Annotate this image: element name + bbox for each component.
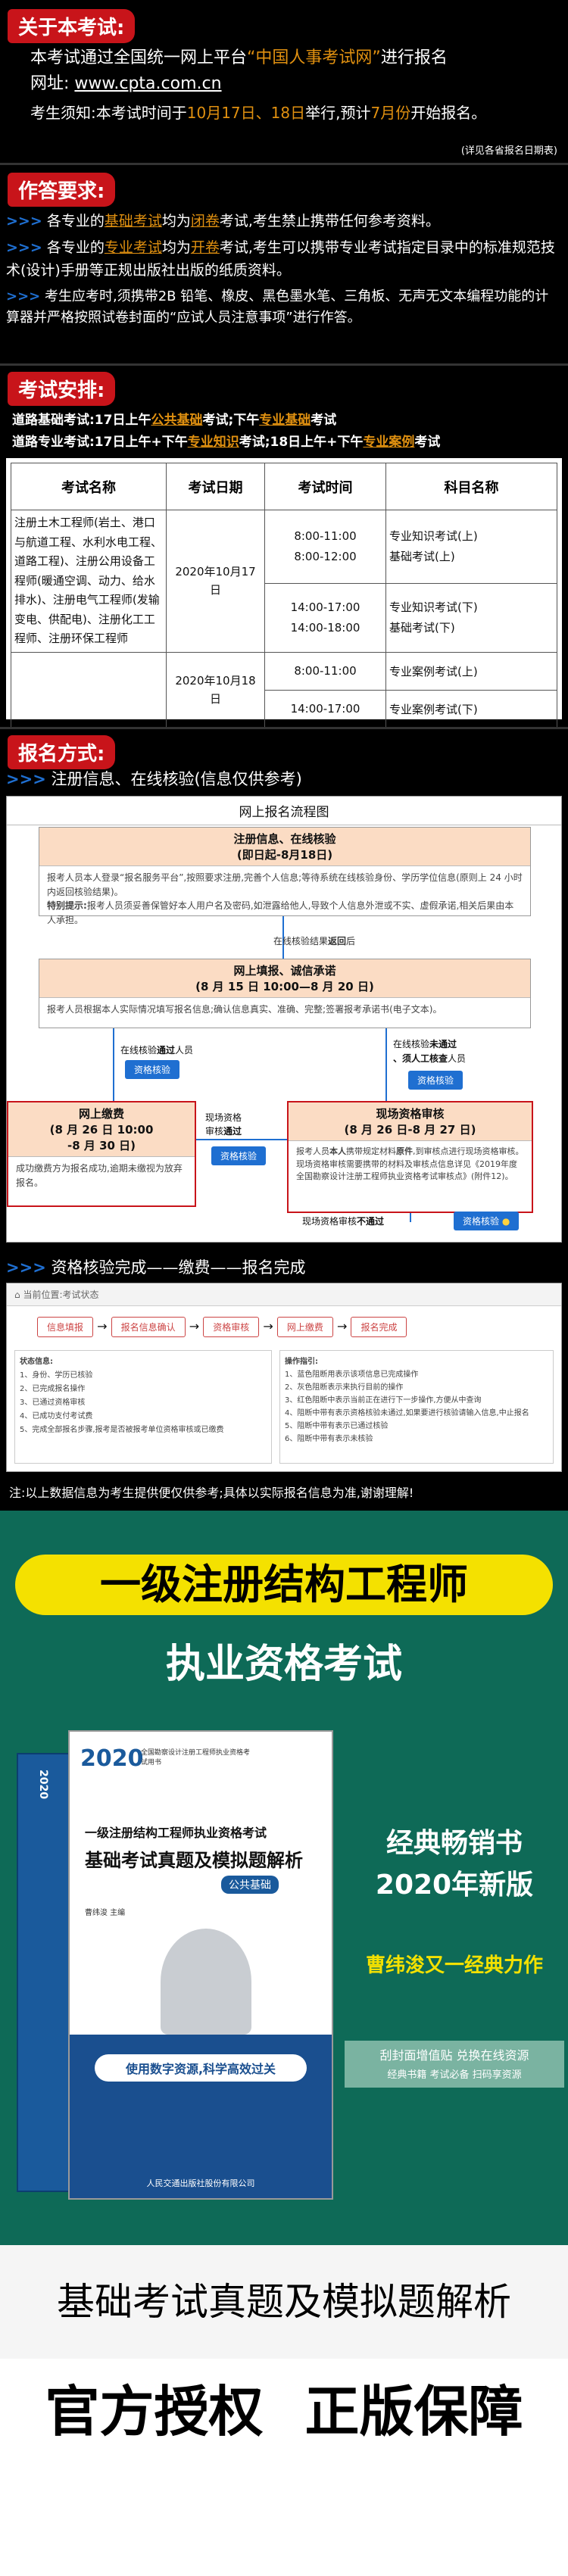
step-5[interactable]: 报名完成 bbox=[351, 1317, 407, 1337]
status-steps: 信息填报 → 报名信息确认 → 资格审核 → 网上缴费 → 报名完成 bbox=[7, 1306, 561, 1348]
verify-button-right[interactable]: 资格核验 bbox=[408, 1071, 463, 1090]
exam-name-cell: 注册土木工程师(岩土、港口与航道工程、水利水电工程、道路工程)、注册公用设备工程… bbox=[11, 510, 167, 653]
date-cell-1: 2020年10月17日 bbox=[166, 510, 265, 653]
section-tag-registration: 报名方式: bbox=[8, 735, 116, 769]
author-portrait bbox=[161, 1929, 251, 2035]
section-exam-schedule: 考试安排: 道路基础考试:17日上午公共基础考试;下午专业基础考试 道路专业考试… bbox=[0, 363, 568, 728]
status-right-box: 操作指引: 1、蓝色阻断用表示该项信息已完成操作 2、灰色阻断表示来执行目前的操… bbox=[279, 1350, 554, 1464]
col-header-name: 考试名称 bbox=[11, 463, 167, 510]
col-header-subject: 科目名称 bbox=[385, 463, 557, 510]
schedule-road-text: 道路基础考试:17日上午公共基础考试;下午专业基础考试 道路专业考试:17日上午… bbox=[12, 413, 441, 450]
flow-right-note: 在线核验未通过、须人工核查人员 bbox=[393, 1039, 467, 1065]
section-tag-answer: 作答要求: bbox=[8, 173, 116, 207]
status-subtitle: >>> 资格核验完成——缴费——报名完成 bbox=[6, 1258, 306, 1277]
schedule-table-panel: 考试名称 考试日期 考试时间 科目名称 注册土木工程师(岩土、港口与航道工程、水… bbox=[6, 458, 562, 728]
col-header-time: 考试时间 bbox=[264, 463, 386, 510]
step-1[interactable]: 信息填报 bbox=[37, 1317, 94, 1337]
footer-official: 官方授权 bbox=[45, 2380, 264, 2443]
flow-fail-row: 现场资格审核不通过 bbox=[302, 1216, 385, 1227]
flow-mid-note: 现场资格审核通过 bbox=[205, 1112, 242, 1137]
about-text: 本考试通过全国统一网上平台“中国人事考试网”进行报名 网址: www.cpta.… bbox=[30, 48, 487, 123]
section-status: >>> 资格核验完成——缴费——报名完成 ⌂ 当前位置:考试状态 信息填报 → … bbox=[0, 1249, 568, 1511]
promo-badge-3: 曹纬浚又一经典力作 bbox=[365, 1954, 543, 1977]
schedule-table-day2: 2020年10月18日 8:00-11:00 专业案例考试(上) 14:00-1… bbox=[11, 651, 557, 728]
qr-banner: 刮封面增值贴 兑换在线资源 经典书籍 考试必备 扫码享资源 bbox=[345, 2041, 564, 2088]
promo-badge-1: 经典畅销书 bbox=[385, 1828, 523, 1859]
about-note: (详见各省报名日期表) bbox=[460, 145, 557, 157]
flow-box-register: 注册信息、在线核验(即日起-8月18日) 报考人员本人登录“报名服务平台”,按照… bbox=[39, 827, 531, 925]
promo-title: 一级注册结构工程师 bbox=[100, 1561, 468, 1608]
verify-button-fail[interactable]: 资格核验 ● bbox=[454, 1212, 520, 1230]
status-panel: ⌂ 当前位置:考试状态 信息填报 → 报名信息确认 → 资格审核 → 网上缴费 … bbox=[6, 1283, 562, 1472]
section-book-promo: 一级注册结构工程师 执业资格考试 2020 2020 全国勘察设计注册工程师执业… bbox=[0, 1511, 568, 2576]
schedule-table: 考试名称 考试日期 考试时间 科目名称 注册土木工程师(岩土、港口与航道工程、水… bbox=[11, 463, 557, 653]
flow-box-fill: 网上填报、诚信承诺(8 月 15 日 10:00—8 月 20 日) 报考人员根… bbox=[39, 959, 531, 1028]
section-tag-about: 关于本考试: bbox=[8, 9, 136, 43]
status-note: 注:以上数据信息为考生提供便仅供参考;具体以实际报名信息为准,谢谢理解! bbox=[9, 1486, 414, 1500]
verify-button-left[interactable]: 资格核验 bbox=[125, 1060, 180, 1079]
date-cell-2: 2020年10月18日 bbox=[166, 651, 265, 728]
footer-genuine: 正版保障 bbox=[304, 2380, 523, 2443]
section-tag-schedule: 考试安排: bbox=[8, 372, 116, 406]
book-cover: 2020 全国勘察设计注册工程师执业资格考试用书 一级注册结构工程师执业资格考试… bbox=[68, 1730, 333, 2200]
book-spine: 2020 bbox=[17, 1753, 70, 2192]
answer-text: >>> 各专业的基础考试均为闭卷考试,考生禁止携带任何参考资料。 >>> 各专业… bbox=[6, 213, 555, 326]
registration-subtitle: >>> 注册信息、在线核验(信息仅供参考) bbox=[6, 770, 302, 788]
flow-title: 网上报名流程图 bbox=[7, 797, 561, 825]
col-header-date: 考试日期 bbox=[166, 463, 265, 510]
step-2[interactable]: 报名信息确认 bbox=[111, 1317, 186, 1337]
promo-badge-2: 2020年新版 bbox=[375, 1870, 534, 1901]
verify-button-mid[interactable]: 资格核验 bbox=[211, 1146, 267, 1165]
status-breadcrumb: ⌂ 当前位置:考试状态 bbox=[7, 1283, 561, 1306]
warning-icon: ● bbox=[501, 1216, 510, 1227]
url-link[interactable]: www.cpta.com.cn bbox=[74, 74, 222, 94]
step-3[interactable]: 资格审核 bbox=[203, 1317, 260, 1337]
flow-left-note: 在线核验通过人员 bbox=[120, 1045, 194, 1056]
promo-title-bar: 一级注册结构工程师 bbox=[15, 1555, 553, 1615]
bottom-title-bar: 基础考试真题及模拟题解析 bbox=[0, 2245, 568, 2359]
footer-bar: 官方授权 正版保障 bbox=[0, 2359, 568, 2576]
flow-box-onsite: 现场资格审核(8 月 26 日-8 月 27 日) 报考人员本人携带规定材料原件… bbox=[287, 1101, 533, 1213]
home-icon: ⌂ bbox=[14, 1290, 23, 1300]
flow-box-pay: 网上缴费(8 月 26 日 10:00-8 月 30 日) 成功缴费方为报名成功… bbox=[7, 1101, 196, 1207]
book-cover-band: 使用数字资源,科学高效过关 人民交通出版社股份有限公司 bbox=[70, 2035, 332, 2198]
step-4[interactable]: 网上缴费 bbox=[276, 1317, 333, 1337]
section-registration: 报名方式: >>> 注册信息、在线核验(信息仅供参考) 网上报名流程图 注册信息… bbox=[0, 727, 568, 1249]
section-answer-requirements: 作答要求: >>> 各专业的基础考试均为闭卷考试,考生禁止携带任何参考资料。 >… bbox=[0, 163, 568, 363]
status-left-box: 状态信息: 1、身份、学历已核验 2、已完成报名操作 3、已通过资格审核 4、已… bbox=[14, 1350, 272, 1464]
section-about: 关于本考试: 本考试通过全国统一网上平台“中国人事考试网”进行报名 网址: ww… bbox=[0, 0, 568, 163]
promo-subtitle: 执业资格考试 bbox=[165, 1642, 402, 1687]
flow-chart: 网上报名流程图 注册信息、在线核验(即日起-8月18日) 报考人员本人登录“报名… bbox=[6, 796, 562, 1243]
flow-pass-note: 在线核验结果返回后 bbox=[273, 936, 356, 947]
